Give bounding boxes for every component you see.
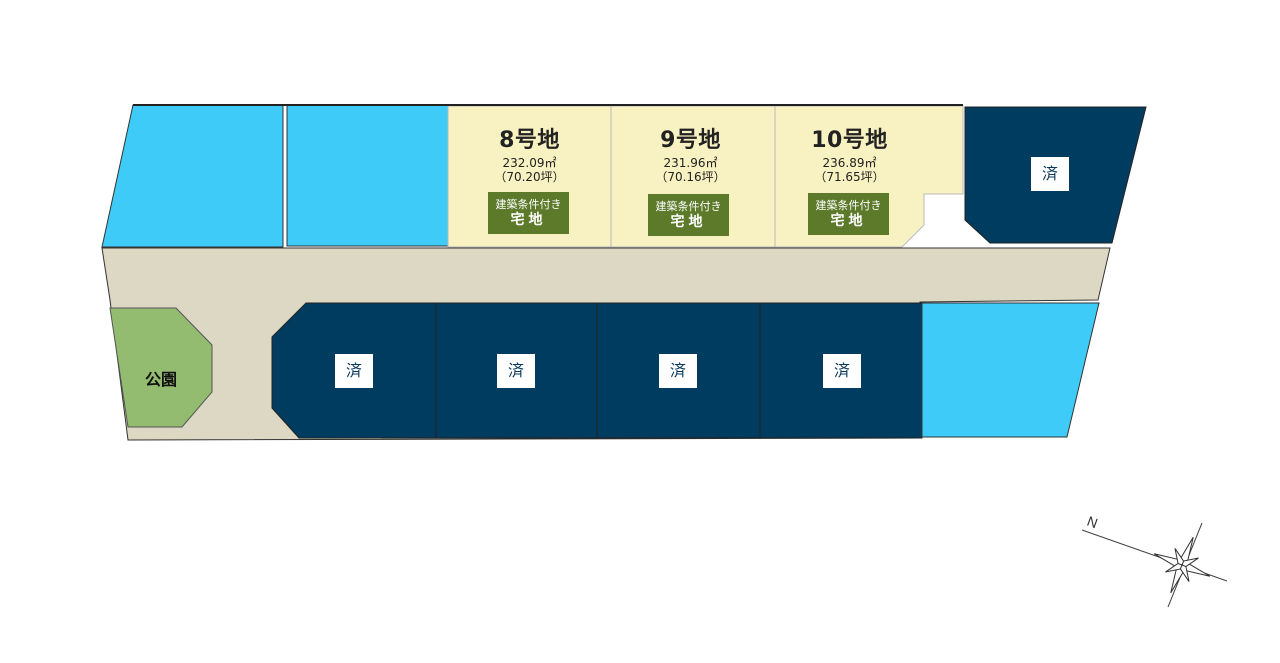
sold-marker: 済	[1031, 157, 1069, 191]
lot-number: 10号地	[811, 128, 888, 153]
tag-condition: 建築条件付き	[815, 199, 882, 212]
lot-area: 231.96㎡	[663, 156, 718, 170]
sold-marker: 済	[497, 354, 535, 388]
tag-kind: 宅地	[830, 213, 867, 229]
lot-tsubo: （71.65坪）	[814, 170, 885, 184]
lot-area: 232.09㎡	[502, 156, 557, 170]
lot-lower-blue	[921, 302, 1100, 438]
sold-marker: 済	[659, 354, 697, 388]
lot-9-label: 9号地 231.96㎡ （70.16坪）	[609, 122, 772, 184]
lot-tsubo: （70.16坪）	[655, 170, 726, 184]
lot-upper-blue-2	[286, 104, 449, 247]
tag-kind: 宅地	[510, 212, 547, 228]
compass-north-label: N	[1085, 513, 1100, 531]
lot-tsubo: （70.20坪）	[494, 170, 565, 184]
park-label: 公園	[145, 370, 178, 389]
park-shape	[109, 307, 213, 428]
tag-condition: 建築条件付き	[655, 200, 722, 213]
lot-8-tag: 建築条件付き 宅地	[488, 192, 569, 234]
lot-8-label: 8号地 232.09㎡ （70.20坪）	[448, 122, 611, 184]
lot-number: 9号地	[660, 128, 721, 153]
lot-number: 8号地	[499, 128, 560, 153]
lot-10-label: 10号地 236.89㎡ （71.65坪）	[768, 122, 931, 184]
sold-marker: 済	[335, 354, 373, 388]
lot-area: 236.89㎡	[822, 156, 877, 170]
tag-kind: 宅地	[670, 214, 707, 230]
lot-10-tag: 建築条件付き 宅地	[808, 193, 889, 235]
lot-9-tag: 建築条件付き 宅地	[648, 194, 729, 236]
compass-star-icon: N	[1081, 513, 1228, 608]
lot-upper-blue-1	[101, 104, 284, 248]
sold-marker: 済	[823, 354, 861, 388]
tag-condition: 建築条件付き	[495, 198, 562, 211]
